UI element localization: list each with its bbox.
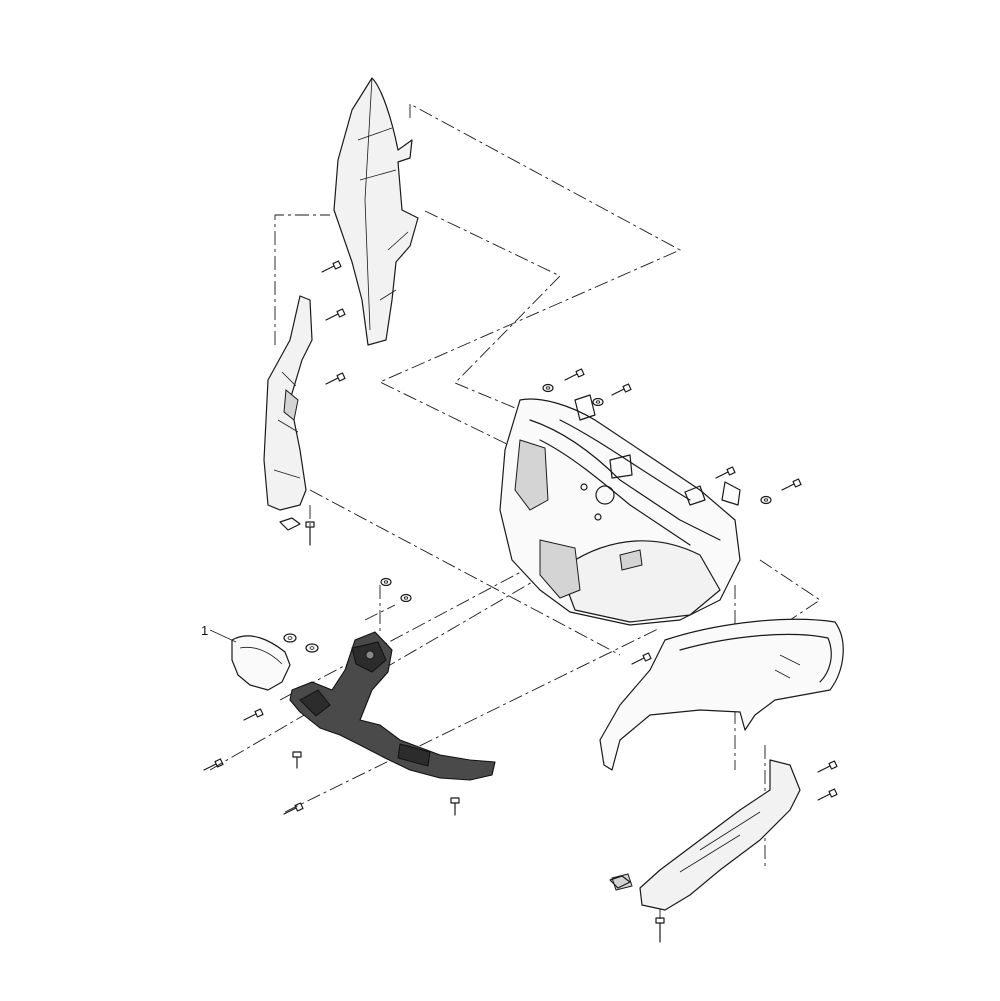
washer-icon [283, 633, 297, 643]
washer-icon [380, 577, 392, 587]
screw-icon [631, 652, 652, 665]
screw-icon [564, 368, 585, 381]
screw-icon [203, 758, 224, 771]
bolt-icon [655, 917, 665, 943]
screw-icon [817, 760, 838, 773]
bolt-icon [305, 521, 315, 546]
screw-icon [243, 708, 264, 721]
left-inner-bracket [263, 295, 313, 511]
bolt-icon [292, 751, 302, 769]
small-cover-part-1 [209, 629, 291, 691]
clip-icon [609, 875, 631, 889]
bolt-icon [450, 797, 460, 816]
right-lower-side-panel [611, 759, 801, 911]
clip-icon [279, 517, 301, 531]
screw-icon [325, 308, 346, 321]
screw-icon [781, 478, 802, 491]
screw-icon [611, 383, 632, 396]
upper-side-cover [333, 77, 419, 346]
right-front-cowl [599, 618, 844, 771]
screw-icon [715, 466, 736, 479]
screw-icon [321, 260, 342, 273]
washer-icon [400, 593, 412, 603]
washer-icon [592, 397, 604, 407]
fasteners [203, 260, 838, 943]
dark-lower-bracket [289, 631, 496, 781]
washer-icon [542, 383, 554, 393]
washer-icon [760, 495, 772, 505]
screw-icon [817, 788, 838, 801]
callout-label-part-1: 1 [201, 623, 209, 638]
washer-icon [305, 643, 319, 653]
screw-icon [325, 372, 346, 385]
screw-icon [283, 802, 304, 815]
headlight-assembly [499, 394, 741, 626]
